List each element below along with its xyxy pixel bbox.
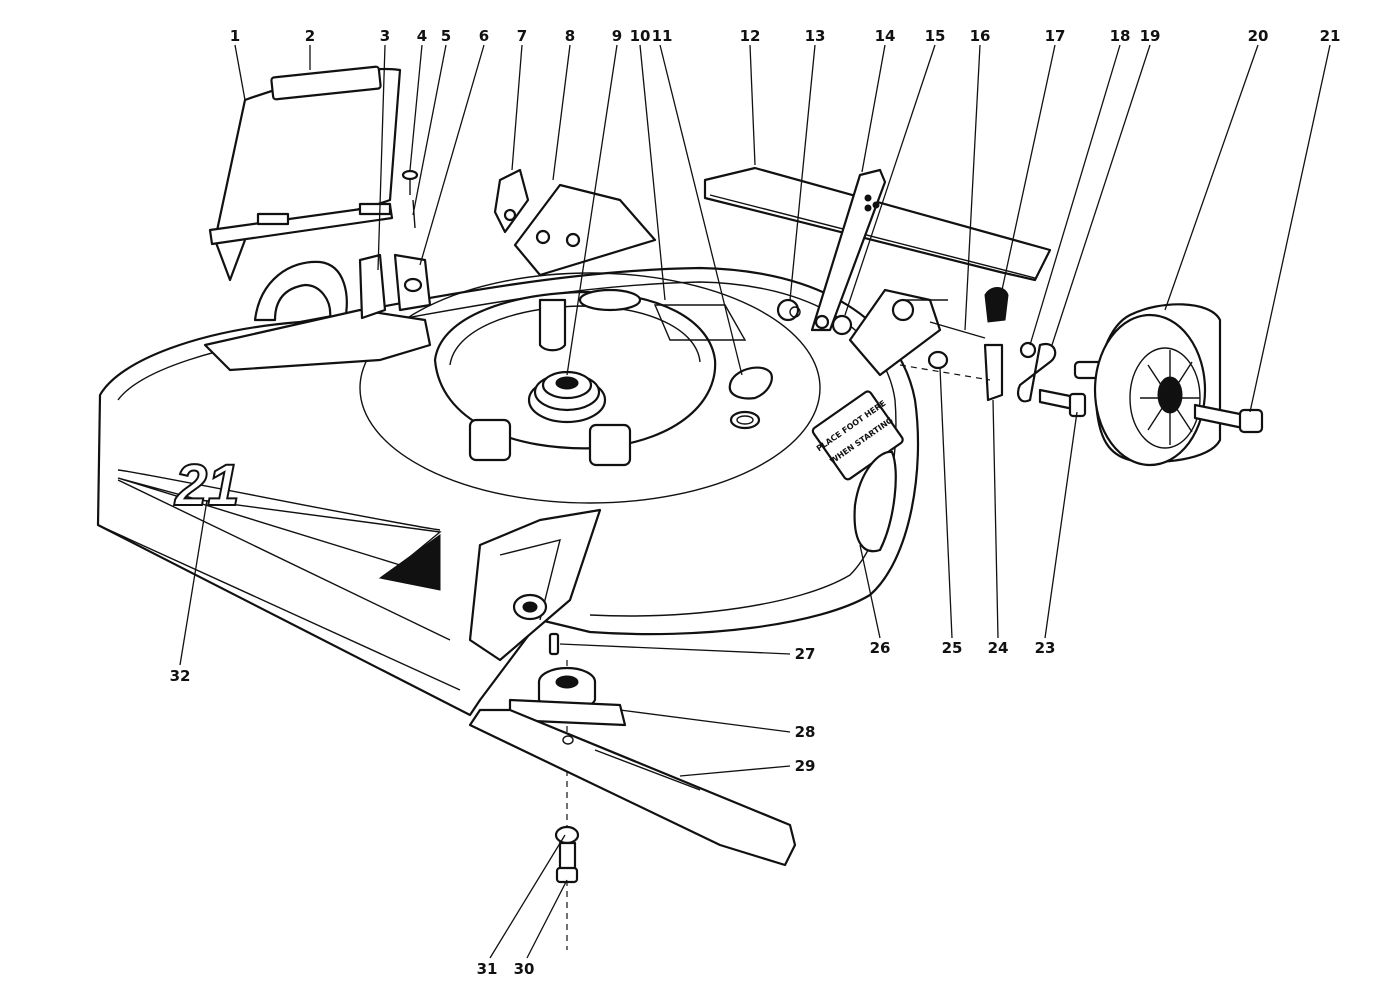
label-30: 30	[514, 960, 535, 978]
washer-25	[927, 350, 949, 370]
washer-15	[831, 314, 853, 336]
label-28: 28	[795, 723, 816, 741]
label-19: 19	[1140, 27, 1161, 45]
label-17: 17	[1045, 27, 1066, 45]
blade	[468, 708, 797, 867]
label-13: 13	[805, 27, 826, 45]
label-26: 26	[870, 639, 891, 657]
deck-number-text: 21	[174, 453, 240, 518]
fill-cap	[728, 366, 773, 430]
label-23: 23	[1035, 639, 1056, 657]
rear-door	[208, 65, 402, 282]
rear-baffle	[703, 166, 1052, 282]
leader-lines	[179, 44, 1331, 959]
label-15: 15	[925, 27, 946, 45]
label-7: 7	[517, 27, 527, 45]
label-31: 31	[477, 960, 498, 978]
label-29: 29	[795, 757, 816, 775]
rear-bracket	[493, 168, 657, 277]
hinge-bracket	[358, 199, 432, 320]
label-9: 9	[612, 27, 622, 45]
screw	[401, 169, 419, 195]
label-24: 24	[988, 639, 1009, 657]
label-3: 3	[380, 27, 390, 45]
label-14: 14	[875, 27, 896, 45]
label-20: 20	[1248, 27, 1269, 45]
label-2: 2	[305, 27, 315, 45]
label-25: 25	[942, 639, 963, 657]
label-32: 32	[170, 667, 191, 685]
label-11: 11	[652, 27, 673, 45]
wheel	[1093, 303, 1222, 467]
label-6: 6	[479, 27, 489, 45]
part-number-labels: 1 2 3 4 5 6 7 8 9 10 11 12 13 14 15 16 1…	[170, 27, 1341, 978]
key	[548, 632, 560, 656]
label-8: 8	[565, 27, 575, 45]
label-10: 10	[630, 27, 651, 45]
blade-parts	[468, 632, 797, 950]
lock-nut	[776, 298, 801, 322]
mower-deck: 21 PLACE FOOT HERE WHEN STARTING	[96, 266, 920, 717]
deck-number-decal: 21	[117, 452, 442, 591]
label-16: 16	[970, 27, 991, 45]
label-5: 5	[441, 27, 451, 45]
label-1: 1	[230, 27, 240, 45]
front-axle-bracket	[848, 287, 1009, 402]
label-21: 21	[1320, 27, 1341, 45]
wheel-hub-parts	[1016, 341, 1105, 418]
discharge-chute	[203, 260, 432, 372]
label-27: 27	[795, 645, 816, 663]
label-18: 18	[1110, 27, 1131, 45]
label-12: 12	[740, 27, 761, 45]
adjuster-arm	[810, 168, 887, 332]
lock-washer	[554, 825, 580, 845]
label-4: 4	[417, 27, 427, 45]
